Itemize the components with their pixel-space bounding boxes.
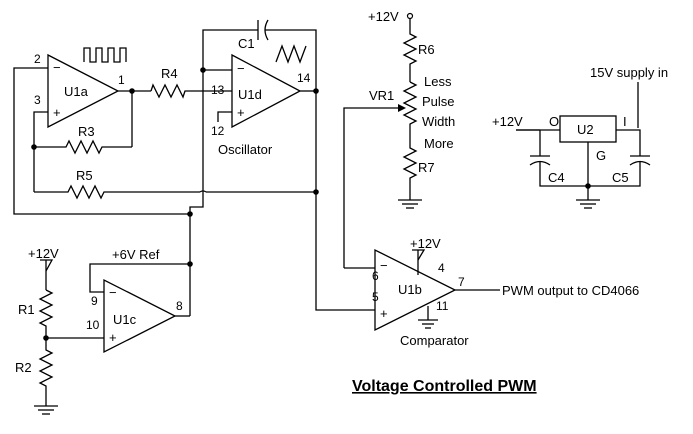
triangle-wave-icon bbox=[275, 44, 307, 64]
c1-label: C1 bbox=[238, 36, 255, 51]
c1-left-wire bbox=[202, 29, 258, 70]
u1a-label: U1a bbox=[64, 84, 89, 99]
r6-label: R6 bbox=[418, 42, 435, 57]
u1d-noninv-wire bbox=[217, 111, 232, 122]
r7-resistor bbox=[402, 142, 418, 200]
u1b-pin-6: 6 bbox=[372, 269, 379, 283]
r5-label: R5 bbox=[76, 168, 93, 183]
v12-top-label: +12V bbox=[368, 9, 399, 24]
u1b-pin-4: 4 bbox=[438, 261, 445, 275]
ground-icon bbox=[398, 199, 422, 209]
c4-label: C4 bbox=[548, 170, 565, 185]
u1c-label: U1c bbox=[113, 312, 137, 327]
u2-regulator bbox=[559, 115, 617, 143]
vr1-note-less: Less bbox=[424, 74, 452, 89]
v12-top-terminal bbox=[406, 12, 414, 20]
u1b-minus-sign: − bbox=[380, 258, 388, 273]
u1c-plus-sign: + bbox=[109, 330, 117, 345]
v12-left-terminal bbox=[40, 259, 54, 272]
u1b-pin-7: 7 bbox=[458, 275, 465, 289]
u1c-pin-8: 8 bbox=[176, 299, 183, 313]
r5-resistor bbox=[34, 184, 200, 200]
c1-right-wire bbox=[265, 29, 317, 91]
u2-label: U2 bbox=[577, 122, 594, 137]
wire-crossover bbox=[199, 190, 207, 193]
r3-label: R3 bbox=[78, 124, 95, 139]
vr1-label: VR1 bbox=[369, 88, 394, 103]
u1d-label: U1d bbox=[238, 87, 262, 102]
v12-amp-label: +12V bbox=[410, 236, 441, 251]
r7-label: R7 bbox=[418, 160, 435, 175]
u1b-plus-sign: + bbox=[380, 306, 388, 321]
vr1-wiper-wire bbox=[343, 107, 400, 268]
oscillator-caption: Oscillator bbox=[218, 142, 273, 157]
ground-icon bbox=[576, 199, 600, 209]
c5-label: C5 bbox=[612, 170, 629, 185]
junction-dot bbox=[585, 183, 591, 189]
u1b-pin-11: 11 bbox=[436, 299, 449, 313]
v12-left-label: +12V bbox=[28, 246, 59, 261]
u1a-pin-2: 2 bbox=[34, 52, 41, 66]
ref-wire bbox=[89, 214, 191, 293]
u1d-pin-13: 13 bbox=[211, 83, 225, 97]
u1a-opamp bbox=[47, 53, 120, 129]
junction-dot bbox=[129, 88, 135, 94]
c5-plate-curved bbox=[629, 160, 651, 166]
u1a-noninv-wire bbox=[33, 111, 48, 192]
c4-plate-curved bbox=[529, 160, 551, 166]
r2-resistor bbox=[38, 338, 54, 406]
u1a-pin-1: 1 bbox=[118, 73, 125, 87]
ground-icon bbox=[34, 405, 58, 415]
u1d-plus-sign: + bbox=[237, 105, 245, 120]
oscillator-to-comparator-wire bbox=[315, 91, 375, 311]
r1-label: R1 bbox=[18, 302, 35, 317]
diagram-title: Voltage Controlled PWM bbox=[352, 378, 537, 395]
comparator-caption: Comparator bbox=[400, 333, 469, 348]
u1d-minus-sign: − bbox=[237, 61, 245, 76]
u2-pin-g: G bbox=[596, 148, 606, 163]
square-wave-icon bbox=[83, 47, 127, 63]
u1a-pin-3: 3 bbox=[34, 93, 41, 107]
v12-reg-label: +12V bbox=[492, 114, 523, 129]
v12-amp-terminal bbox=[412, 249, 426, 261]
vr1-wiper-arrow bbox=[398, 104, 406, 112]
u2-pin-i: I bbox=[623, 114, 627, 129]
u1a-minus-sign: − bbox=[53, 60, 61, 75]
u1b-comparator bbox=[374, 248, 457, 332]
u1a-plus-sign: + bbox=[53, 105, 61, 120]
r3-resistor bbox=[34, 139, 132, 155]
vr1-note-more: More bbox=[424, 136, 454, 151]
vr1-note-width: Width bbox=[422, 114, 455, 129]
u1c-opamp bbox=[103, 278, 177, 354]
u1c-minus-sign: − bbox=[109, 285, 117, 300]
vr1-potentiometer bbox=[402, 81, 418, 142]
u1c-pin-9: 9 bbox=[91, 294, 98, 308]
u1c-pin-10: 10 bbox=[86, 318, 100, 332]
u1b-pin-5: 5 bbox=[372, 290, 379, 304]
junction-dot bbox=[31, 144, 37, 150]
r2-label: R2 bbox=[15, 360, 32, 375]
u1b-label: U1b bbox=[398, 282, 422, 297]
reg-input-wire bbox=[616, 129, 641, 156]
u2-pin-o: O bbox=[549, 114, 559, 129]
vr1-note-pulse: Pulse bbox=[422, 94, 455, 109]
r6-resistor bbox=[402, 18, 418, 82]
r1-resistor bbox=[38, 289, 54, 338]
u1a-inv-wire bbox=[13, 67, 204, 215]
pwm-output-label: PWM output to CD4066 bbox=[502, 283, 639, 298]
r4-label: R4 bbox=[161, 66, 178, 81]
r4-resistor bbox=[150, 83, 232, 99]
v15-supply-label: 15V supply in bbox=[590, 65, 668, 80]
u1d-opamp bbox=[231, 53, 302, 129]
u1d-pin-14: 14 bbox=[297, 71, 311, 85]
ground-icon bbox=[418, 319, 438, 329]
ref6-label: +6V Ref bbox=[112, 247, 160, 262]
u1d-pin-12: 12 bbox=[211, 124, 225, 138]
